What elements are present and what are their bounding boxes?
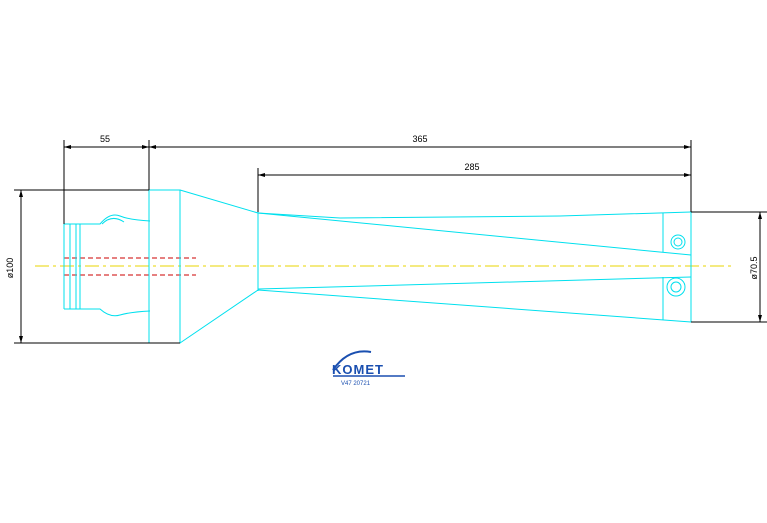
- dimension-arrows: [19, 145, 762, 343]
- dim-label-dia70: ø70.5: [749, 256, 759, 279]
- dim-label-365: 365: [412, 134, 427, 144]
- tool-outline: [63, 189, 692, 344]
- dim-label-285: 285: [464, 162, 479, 172]
- dimension-lines: [14, 140, 767, 344]
- dim-label-dia100: ø100: [5, 258, 15, 279]
- logo-arc: [332, 350, 372, 371]
- dim-label-55: 55: [100, 134, 110, 144]
- logo-brand-text: KOMET: [332, 362, 384, 377]
- logo-code-text: V47 20721: [341, 381, 371, 387]
- komet-logo: KOMET V47 20721: [332, 350, 405, 387]
